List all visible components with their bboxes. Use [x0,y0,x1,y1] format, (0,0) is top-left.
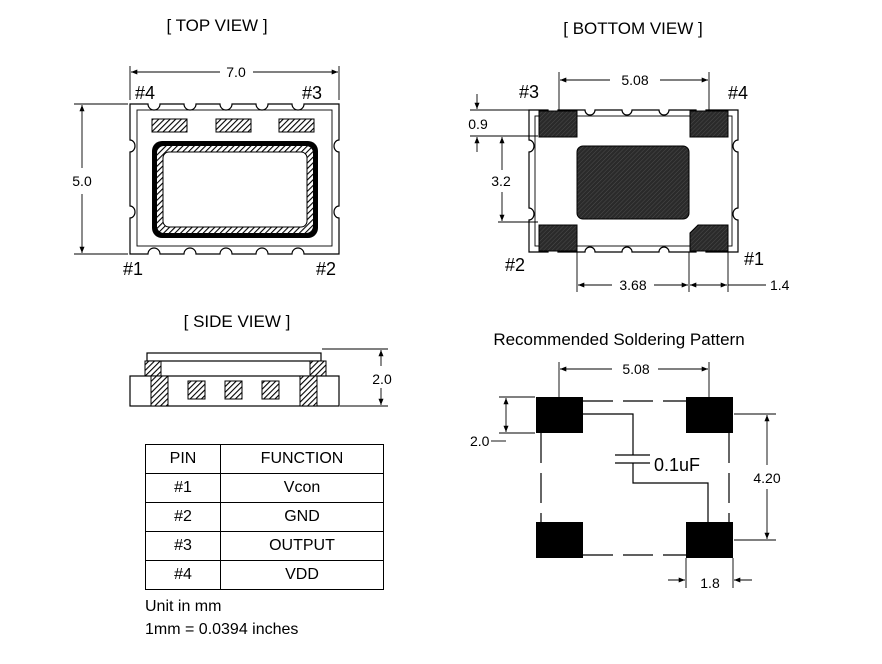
svg-text:2.0: 2.0 [470,433,490,449]
top-pin-3: #3 [302,83,322,103]
bottom-pin-1: #1 [744,249,764,269]
bottom-pin-2: #2 [505,255,525,275]
function-cell: Vcon [220,473,384,503]
pin-cell: #2 [145,502,221,532]
svg-text:3.2: 3.2 [491,173,511,189]
pin-cell: #1 [145,473,221,503]
soldering-title: Recommended Soldering Pattern [493,330,744,349]
soldering-pad-height-dimension: 2.0 [470,396,535,449]
top-pin-1: #1 [123,259,143,279]
top-view-package [129,103,340,255]
table-row: #1 Vcon [145,473,384,503]
side-view-title: [ SIDE VIEW ] [184,312,291,331]
side-height-dimension: 2.0 [322,348,392,407]
table-header-row: PIN FUNCTION [145,444,384,474]
table-row: #2 GND [145,502,384,532]
conversion-note: 1mm = 0.0394 inches [145,621,299,638]
function-cell: VDD [220,560,384,590]
top-pin-2: #2 [316,259,336,279]
table-row: #3 OUTPUT [145,531,384,561]
unit-note: Unit in mm [145,598,222,615]
soldering-pitch-dimension: 5.08 [558,361,710,397]
table-row: #4 VDD [145,560,384,590]
soldering-pad-width-dimension: 1.8 [668,558,752,591]
side-view-package [129,352,340,407]
capacitor-label: 0.1uF [654,455,700,475]
svg-text:3.68: 3.68 [619,277,646,293]
svg-text:2.0: 2.0 [372,371,392,387]
top-width-dimension: 7.0 [129,64,340,100]
bottom-pitch-dimension: 5.08 [558,72,710,110]
svg-text:1.8: 1.8 [700,575,720,591]
bottom-pin-3: #3 [519,82,539,102]
top-view-title: [ TOP VIEW ] [166,16,267,35]
header-pin: PIN [145,444,221,474]
svg-text:4.20: 4.20 [753,470,780,486]
bottom-view-title: [ BOTTOM VIEW ] [563,19,702,38]
svg-text:1.4: 1.4 [770,277,790,293]
bottom-center-dimension: 3.68 1.4 [576,252,790,293]
bottom-gap-dimension: 3.2 [491,137,538,223]
svg-text:0.9: 0.9 [468,116,488,132]
bottom-pad-height-dimension: 0.9 [468,94,538,152]
soldering-pads [536,397,733,558]
function-cell: OUTPUT [220,531,384,561]
top-height-dimension: 5.0 [72,103,128,255]
function-cell: GND [220,502,384,532]
bottom-pin-4: #4 [728,83,748,103]
pin-function-table: PIN FUNCTION #1 Vcon #2 GND #3 OUTPUT #4… [145,444,384,590]
pin-cell: #3 [145,531,221,561]
soldering-vertical-dimension: 4.20 [734,413,781,541]
header-function: FUNCTION [220,444,384,474]
svg-text:5.08: 5.08 [621,72,648,88]
soldering-outline [540,400,730,556]
pin-cell: #4 [145,560,221,590]
svg-text:5.08: 5.08 [622,361,649,377]
top-pin-4: #4 [135,83,155,103]
bottom-view-package [528,109,739,253]
capacitor-symbol [583,413,709,522]
svg-text:5.0: 5.0 [72,173,92,189]
svg-text:7.0: 7.0 [226,64,246,80]
